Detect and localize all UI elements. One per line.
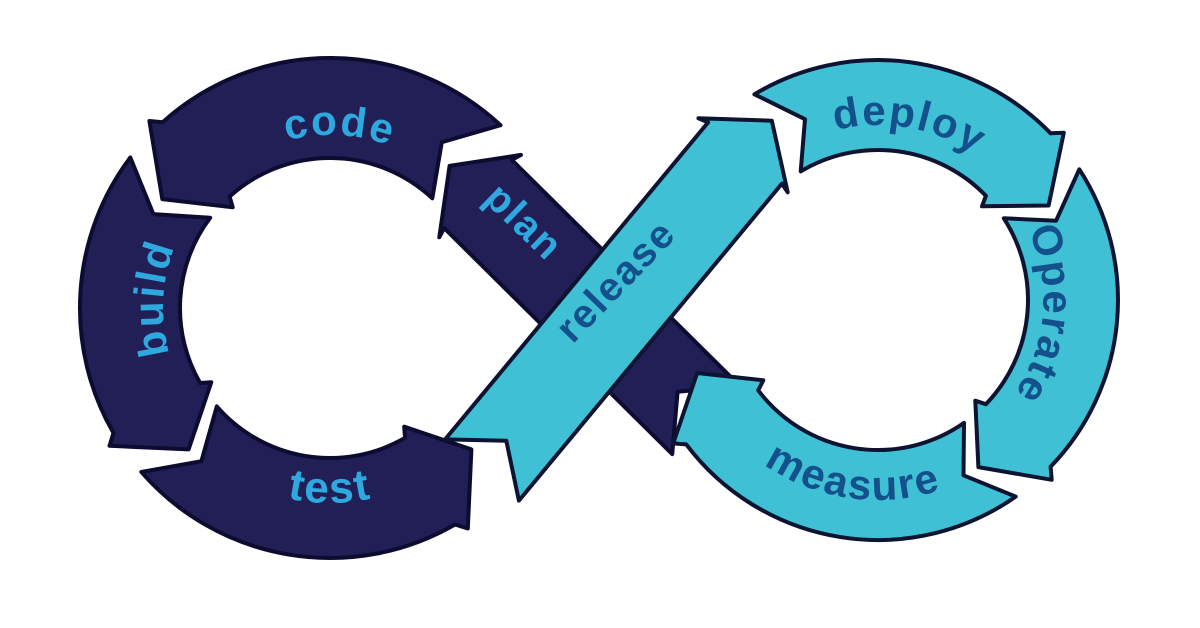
measure-arrow-segment <box>671 371 1018 542</box>
code-arrow-segment <box>147 56 503 210</box>
right-loop <box>443 58 1120 542</box>
operate-arrow-segment <box>973 167 1120 482</box>
release-arrow-ribbon <box>443 116 790 503</box>
test-arrow-segment <box>139 404 474 560</box>
build-arrow-segment <box>78 155 214 452</box>
deploy-arrow-segment <box>752 58 1066 209</box>
test-label: test <box>285 460 374 513</box>
